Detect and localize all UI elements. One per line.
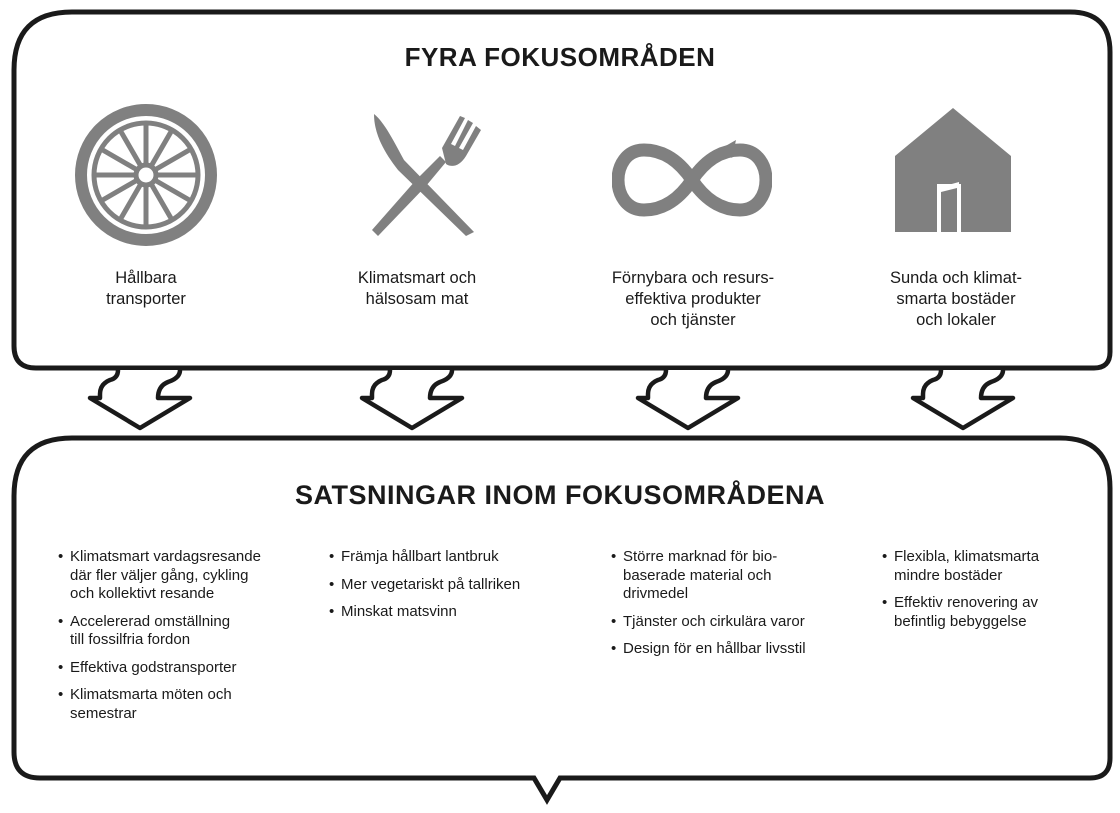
connector-arrow (635, 369, 741, 431)
infinity-loop-icon (612, 140, 772, 217)
top-box (11, 9, 1113, 371)
wheel-spoke (118, 130, 144, 168)
house-icon (895, 108, 1011, 232)
connector-arrow (910, 369, 1016, 431)
list-item: Främja hållbart lantbruk (329, 548, 579, 567)
fork-knife-icon (372, 114, 481, 236)
connector-arrows (87, 369, 1016, 431)
wheel-spoke (153, 177, 191, 203)
wheel-spoke (148, 130, 174, 168)
list-item: Accelererad omställning till fossilfria … (58, 613, 308, 650)
list-item: Större marknad för bio- baserade materia… (611, 548, 861, 604)
wheel-icon (75, 104, 217, 246)
focus-label-products: Förnybara och resurs- effektiva produkte… (611, 269, 775, 329)
top-title: FYRA FOKUSOMRÅDEN (404, 42, 716, 72)
focus-label-housing: Sunda och klimat- smarta bostäder och lo… (889, 269, 1023, 329)
connector-arrow (359, 369, 465, 431)
initiatives-food: Främja hållbart lantbruk Mer vegetariskt… (329, 548, 579, 631)
list-item: Klimatsmarta möten och semestrar (58, 686, 308, 723)
initiatives-products: Större marknad för bio- baserade materia… (611, 548, 861, 668)
wheel-spoke (101, 147, 139, 173)
list-item: Klimatsmart vardagsresande där fler välj… (58, 548, 308, 604)
list-item: Effektiva godstransporter (58, 659, 308, 678)
list-item: Tjänster och cirkulära varor (611, 613, 861, 632)
list-item: Flexibla, klimatsmarta mindre bostäder (882, 548, 1102, 585)
focus-label-transport: Hållbara transporter (106, 269, 186, 308)
bottom-box (11, 435, 1113, 805)
list-item: Minskat matsvinn (329, 603, 579, 622)
wheel-spoke (118, 182, 144, 220)
list-item: Effektiv renovering av befintlig bebygge… (882, 594, 1102, 631)
list-item: Mer vegetariskt på tallriken (329, 576, 579, 595)
wheel-spoke (148, 182, 174, 220)
wheel-spoke (153, 147, 191, 173)
initiatives-housing: Flexibla, klimatsmarta mindre bostäder E… (882, 548, 1102, 640)
focus-label-food: Klimatsmart och hälsosam mat (357, 269, 477, 308)
connector-arrow (87, 369, 193, 431)
bottom-title: SATSNINGAR INOM FOKUSOMRÅDENA (295, 480, 825, 510)
initiatives-transport: Klimatsmart vardagsresande där fler välj… (58, 548, 308, 732)
list-item: Design för en hållbar livsstil (611, 640, 861, 659)
wheel-spoke (101, 177, 139, 203)
